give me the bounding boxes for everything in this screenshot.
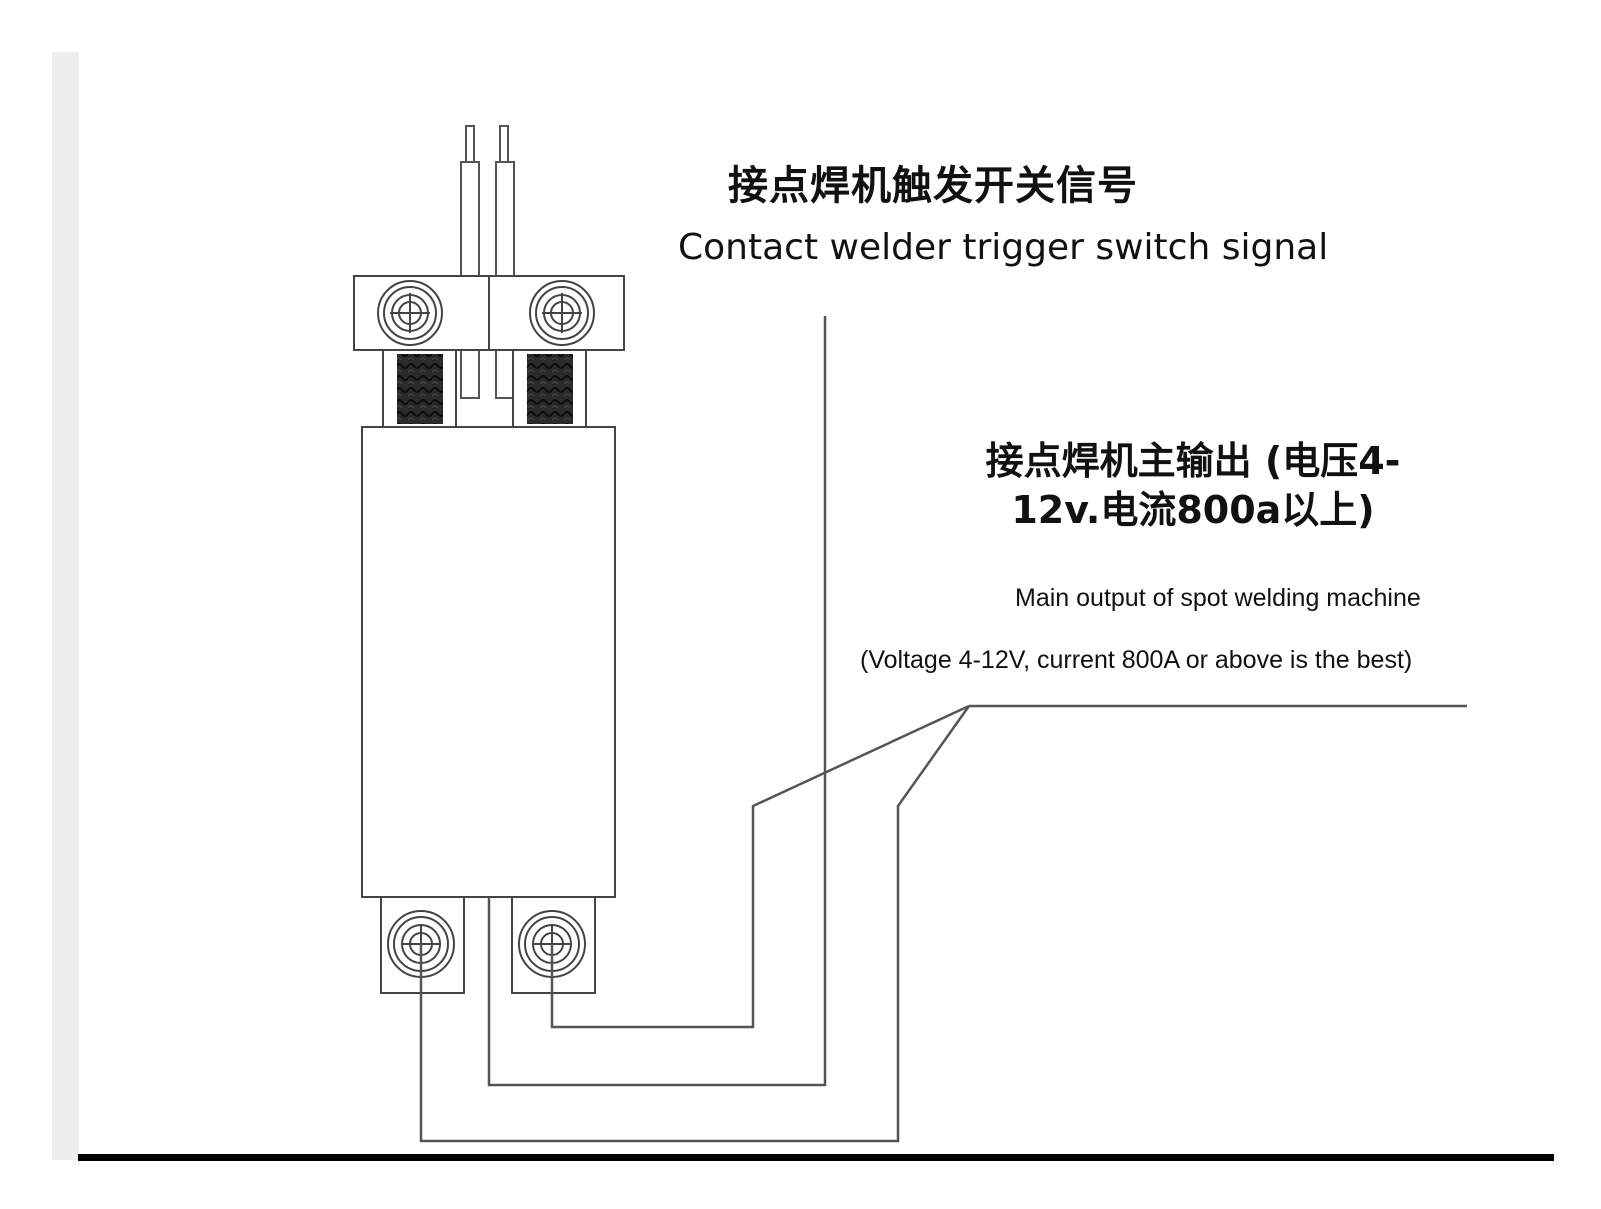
- coil-winding-icon: [397, 354, 443, 424]
- main-output-title-en: Main output of spot welding machine: [1015, 584, 1421, 612]
- main-output-subtitle-en: (Voltage 4-12V, current 800A or above is…: [860, 646, 1413, 674]
- main-output-wire-left: [419, 705, 971, 1143]
- top-screw-terminals: [377, 280, 595, 346]
- trigger-signal-wire: [487, 316, 827, 1087]
- trigger-lead-wires: [460, 125, 515, 399]
- wiring: [419, 316, 1467, 1143]
- lead-wire-left-tip: [465, 125, 475, 165]
- lead-wire-right-tip: [499, 125, 509, 165]
- bottom-rule: [78, 1154, 1554, 1161]
- coil-winding-icon: [527, 354, 573, 424]
- coil-windings: [382, 349, 587, 429]
- main-output-title-cn: 接点焊机主输出 (电压4-12v.电流800a以上): [985, 439, 1401, 532]
- trigger-signal-title-cn: 接点焊机触发开关信号: [728, 163, 1138, 209]
- main-output-wire-right: [550, 704, 970, 1029]
- trigger-signal-title-en: Contact welder trigger switch signal: [678, 227, 1329, 268]
- left-edge-strip: [52, 52, 79, 1160]
- screw-terminal-icon: [529, 280, 595, 346]
- relay-body: [361, 426, 616, 898]
- screw-terminal-icon: [377, 280, 443, 346]
